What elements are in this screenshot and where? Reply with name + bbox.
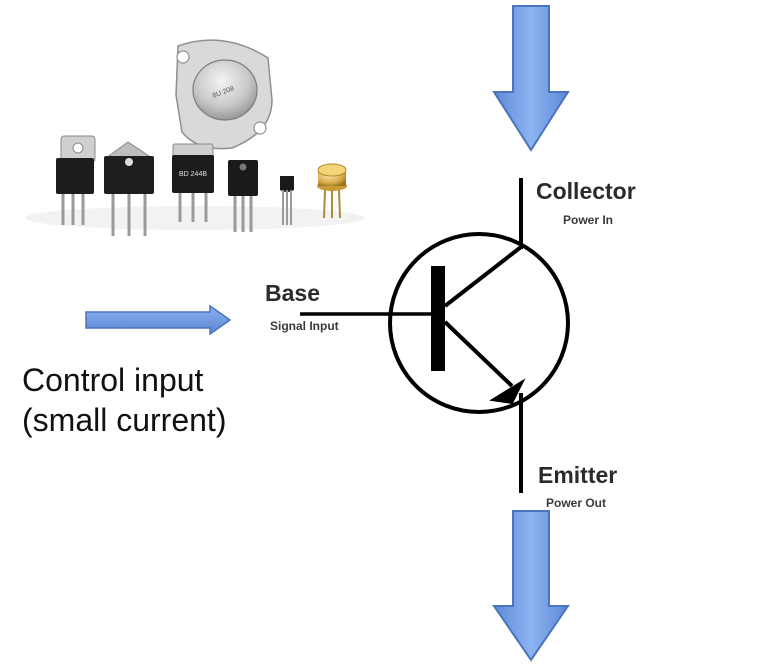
emitter-label: Emitter (538, 462, 618, 488)
control-input-line2: (small current) (22, 402, 227, 438)
to126-package-icon (228, 160, 258, 232)
to220-package-3-icon: BD 244B (172, 143, 214, 222)
to92-package-icon (280, 176, 294, 225)
emitter-diagonal (443, 320, 514, 388)
to220-package-1-icon (56, 135, 96, 225)
control-input-line1: Control input (22, 362, 204, 398)
transistor-packages-photo-icon: 8U 208 (25, 39, 365, 236)
collector-label: Collector (536, 178, 636, 204)
bd244b-marking: BD 244B (179, 171, 207, 178)
base-control-arrow (85, 304, 232, 336)
collector-diagonal (443, 245, 523, 308)
base-desc: Signal Input (270, 319, 339, 333)
npn-transistor-symbol (300, 178, 570, 493)
to18-gold-can-icon (317, 163, 347, 219)
emitter-flow-arrow (492, 510, 570, 662)
base-bar (431, 266, 445, 371)
to220-package-2-icon (104, 141, 154, 236)
emitter-arrowhead (489, 378, 526, 405)
emitter-desc: Power Out (546, 496, 607, 510)
transistor-circle (388, 232, 570, 414)
collector-desc: Power In (563, 213, 614, 227)
collector-flow-arrow (492, 5, 570, 152)
base-label: Base (265, 280, 320, 306)
control-input-label: Control input (small current) (22, 360, 226, 440)
to3-metal-can-icon: 8U 208 (175, 39, 273, 150)
